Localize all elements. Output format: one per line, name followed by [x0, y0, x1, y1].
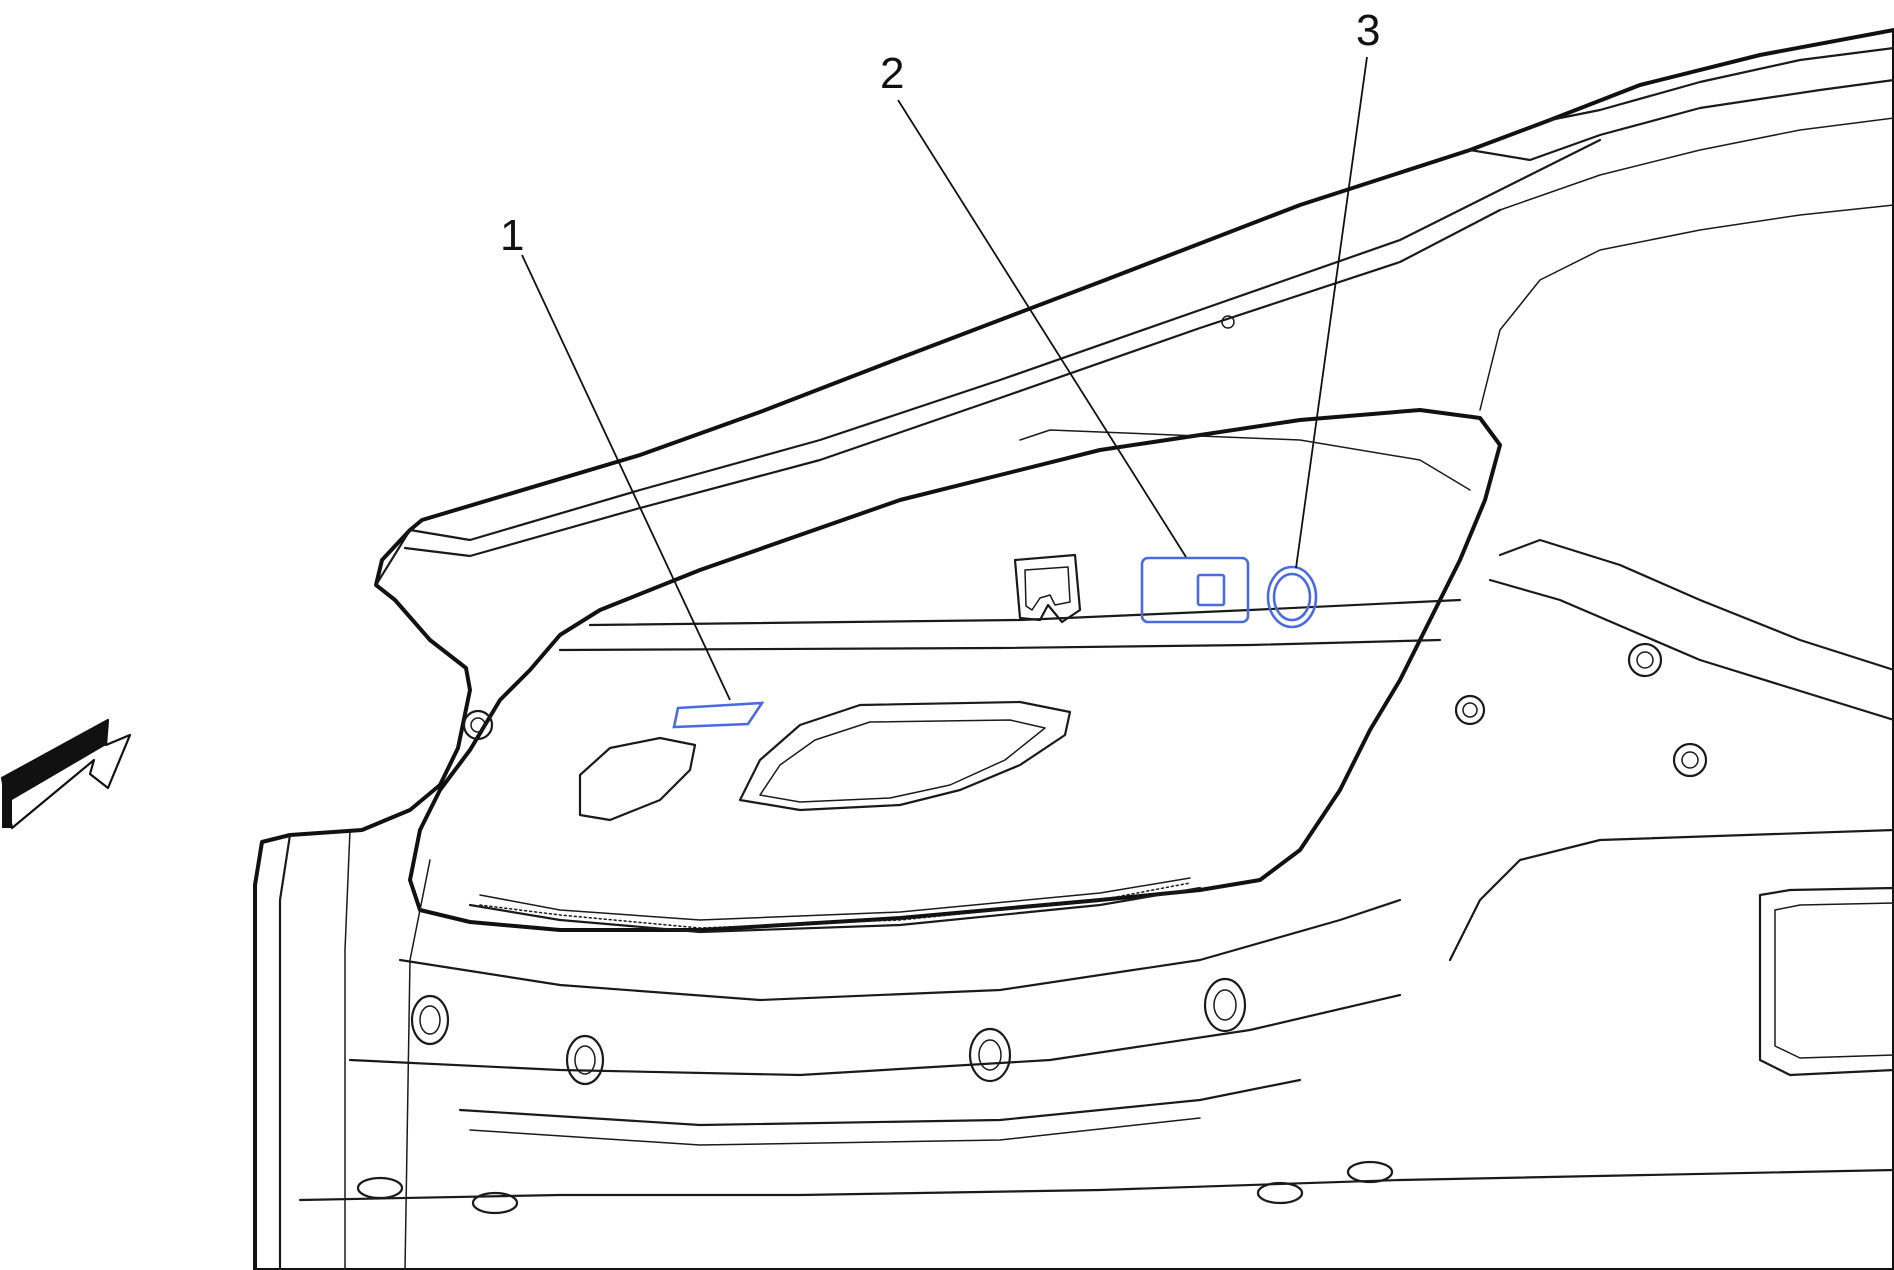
right-inner-panel [1448, 828, 1894, 962]
trunk-seal-bottom [468, 886, 1202, 934]
seal-hatch [479, 882, 1191, 929]
trunk-shelf-line [588, 598, 1462, 627]
trunk-floor-line [558, 638, 1442, 652]
grommets [410, 315, 1708, 1086]
spoiler-lower [1468, 78, 1894, 162]
component-2-switch-button [1196, 573, 1226, 607]
callout-1-leader [521, 254, 731, 701]
body-outline [253, 28, 1894, 1270]
component-1-pad [672, 701, 765, 729]
left-panel-crease-2 [404, 859, 431, 1270]
callout-1-label: 1 [500, 211, 524, 260]
highlighted-components [672, 556, 1318, 729]
rear-panel-top [398, 898, 1402, 1002]
right-c-pillar [1479, 204, 1894, 411]
left-panel-crease [344, 829, 351, 1270]
component-3-round-sensor [1266, 565, 1318, 629]
rear-panel-mid [348, 993, 1402, 1077]
component-2-switch-module [1140, 556, 1250, 624]
deck-lid-edge-inner [403, 208, 1502, 558]
callout-3-label: 3 [1356, 6, 1380, 55]
component-3-round-sensor-inner [1272, 572, 1312, 622]
right-quarter-shoulder [1498, 538, 1894, 672]
callout-2-label: 2 [880, 49, 904, 98]
studs-row [356, 1160, 1394, 1215]
vehicle-body [253, 28, 1894, 1270]
forward-arrow-icon [0, 718, 132, 830]
rear-panel-channel-2 [469, 1117, 1201, 1146]
latch-bracket [1013, 553, 1082, 624]
trunk-floor-well [738, 700, 1072, 812]
callouts: 1 2 3 [500, 6, 1380, 701]
right-window-frame [1758, 886, 1894, 1077]
trunk-seal-bottom-2 [479, 877, 1191, 921]
arrow-shade [2, 720, 108, 828]
callout-3-leader [1295, 56, 1368, 569]
trunk-opening [408, 408, 1502, 932]
left-tail-edge [278, 833, 292, 1270]
right-window-inner [1774, 902, 1894, 1059]
rear-window-edge [1499, 117, 1894, 211]
rear-panel-bottom [298, 1168, 1894, 1202]
deck-lid-edge [374, 138, 1602, 587]
trunk-floor-well-inner [759, 719, 1046, 803]
callout-2-leader [897, 99, 1187, 558]
trunk-rear-panel [1019, 429, 1471, 491]
right-quarter-lower [1488, 578, 1894, 722]
rear-panel-channel [458, 1078, 1302, 1127]
left-side-well [578, 736, 697, 822]
spoiler-top [1548, 46, 1894, 122]
